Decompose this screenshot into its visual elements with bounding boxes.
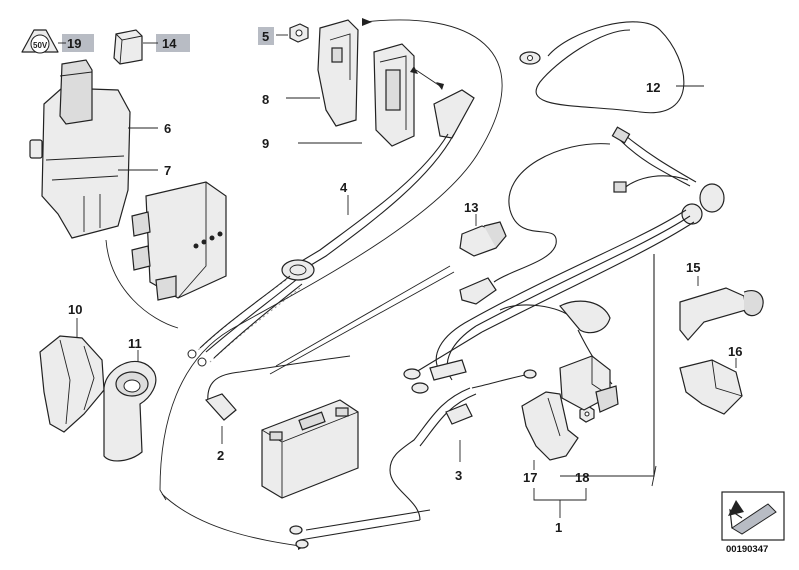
battery-part xyxy=(261,399,359,499)
routing-arrow-top xyxy=(159,19,503,501)
short-cable-part xyxy=(204,355,351,444)
double-arrow-9 xyxy=(415,69,441,87)
svg-text:50V: 50V xyxy=(33,41,48,50)
terminal-cover-part xyxy=(521,391,579,470)
protective-boot-part xyxy=(39,318,105,433)
callout-9: 9 xyxy=(262,136,269,151)
long-thin-cable-2 xyxy=(269,271,455,375)
diagram-code: 00190347 xyxy=(726,544,768,555)
callout-17: 17 xyxy=(523,470,537,485)
callout-1: 1 xyxy=(555,520,562,535)
nut-part xyxy=(276,23,309,43)
callout-8: 8 xyxy=(262,92,269,107)
callout-14-highlight xyxy=(156,34,190,52)
callout-15: 15 xyxy=(686,260,700,275)
double-arrow-9-head-b xyxy=(436,82,444,90)
warning-sticker-part: 50V xyxy=(21,29,66,54)
mounting-bracket-part xyxy=(286,19,359,127)
callout-6: 6 xyxy=(164,121,171,136)
callout-7: 7 xyxy=(164,163,171,178)
callout-12: 12 xyxy=(646,80,660,95)
terminal-clamp-part xyxy=(679,358,743,415)
callout-11: 11 xyxy=(128,336,142,351)
battery-cable-part xyxy=(187,89,475,367)
grommet-part xyxy=(103,350,157,462)
clip-bracket-part xyxy=(679,276,764,341)
callout-10: 10 xyxy=(68,302,82,317)
routing-arrow-bottom xyxy=(161,493,301,547)
ground-cable-part xyxy=(519,21,704,114)
long-thin-cable xyxy=(275,265,451,367)
arrow-direction-icon xyxy=(721,491,785,541)
routing-arrow-top-head xyxy=(362,18,372,26)
callout-5-highlight xyxy=(258,27,274,45)
sensor-cable-part xyxy=(459,143,611,305)
callout-13: 13 xyxy=(464,200,478,215)
callout-19: 19 xyxy=(67,36,81,51)
main-harness-part xyxy=(403,126,725,487)
connector-block-part xyxy=(131,181,227,301)
double-arrow-9-head-a xyxy=(410,66,418,74)
terminal-cap-part xyxy=(113,29,158,65)
callout-19-highlight xyxy=(62,34,94,52)
cover-part xyxy=(298,43,415,147)
group-bracket-1 xyxy=(533,488,587,501)
callout-4: 4 xyxy=(340,180,348,195)
battery-harness-part xyxy=(289,369,537,549)
junction-connector-part xyxy=(559,355,619,413)
routing-arrow-left xyxy=(105,239,179,329)
callout-16: 16 xyxy=(728,344,742,359)
callout-18: 18 xyxy=(575,470,589,485)
callout-5: 5 xyxy=(262,29,269,44)
callout-14: 14 xyxy=(162,36,177,51)
callout-2: 2 xyxy=(217,448,224,463)
callout-3: 3 xyxy=(455,468,462,483)
fuse-box-housing-part xyxy=(29,59,158,239)
